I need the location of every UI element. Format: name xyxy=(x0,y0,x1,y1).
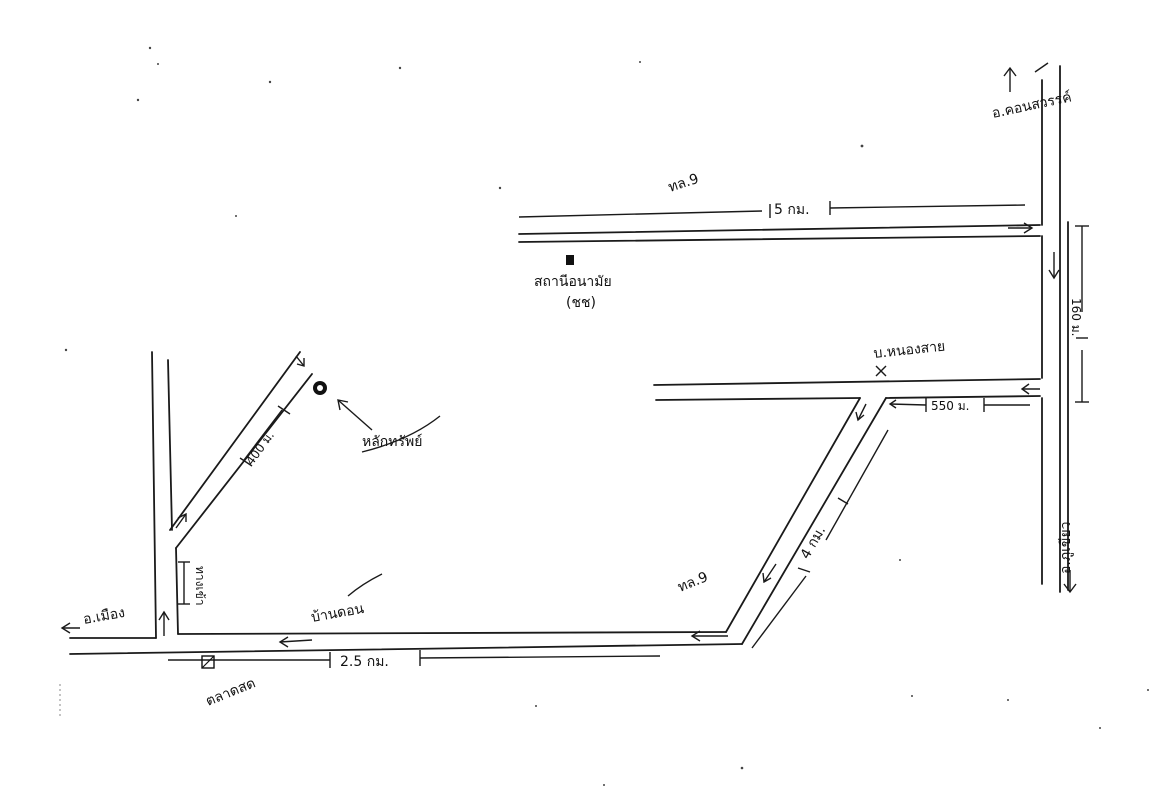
branch-distance-label: 400 ม. xyxy=(243,428,277,467)
bottom-landmark-label: ตลาดสด xyxy=(204,675,258,709)
junction-village-marker-icon xyxy=(875,365,887,377)
branch-southbound-arrow-icon xyxy=(295,355,305,367)
south-town-label: อ.ภูเขียว xyxy=(1058,521,1074,574)
north-landmark-marker xyxy=(566,255,574,265)
east-distance-marker xyxy=(1075,225,1089,403)
destination-marker-icon xyxy=(313,381,327,395)
west-town-label: อ.เมือง xyxy=(82,605,126,628)
north-distance-marker xyxy=(518,201,1026,218)
bottom-westbound-arrow-2-icon xyxy=(278,636,313,648)
bottom-horizontal-road xyxy=(69,631,743,655)
bottom-westbound-arrow-icon xyxy=(690,630,728,642)
branch-label: ทางเข้า xyxy=(193,566,207,606)
west-northbound-arrow-icon xyxy=(158,610,170,636)
north-town-tick xyxy=(1034,62,1049,73)
diagonal-road xyxy=(725,397,887,645)
branch-distance-marker xyxy=(239,405,291,467)
destination-label: หลักทรัพย์ xyxy=(362,433,422,450)
bottom-road-name-label: บ้านดอน xyxy=(310,601,366,626)
bottom-distance-label: 2.5 กม. xyxy=(340,654,389,670)
south-arrow-icon xyxy=(1063,570,1077,594)
east-distance-label: 160 ม. xyxy=(1069,298,1083,336)
north-landmark-label: สถานีอนามัย xyxy=(534,274,612,290)
north-landmark-sublabel: (ชช) xyxy=(566,295,596,311)
diagonal-road-label: ทล.9 xyxy=(676,569,711,596)
north-arrow-icon xyxy=(1003,66,1017,92)
junction-village-label: บ.หนองสาย xyxy=(873,339,946,362)
diagonal-distance-marker xyxy=(751,429,889,649)
bottom-distance-marker xyxy=(168,650,661,668)
destination-underline xyxy=(361,415,441,453)
west-vertical-road xyxy=(151,351,179,639)
north-road-label: ทล.9 xyxy=(666,171,701,196)
branch-northbound-arrow-icon xyxy=(175,512,187,529)
junction-westbound-arrow-icon xyxy=(1020,383,1040,395)
junction-distance-marker xyxy=(888,398,1030,412)
scan-specks xyxy=(64,46,1149,786)
branch-length-marker xyxy=(178,561,190,605)
east-vertical-road xyxy=(1041,65,1069,593)
north-horizontal-road xyxy=(518,224,1041,243)
bottom-landmark-hatch xyxy=(201,655,215,669)
north-eastbound-arrow-icon xyxy=(1008,222,1034,234)
diagonal-southbound-arrow-2-icon xyxy=(762,563,777,584)
west-arrow-icon xyxy=(60,622,80,634)
junction-distance-label: 550 ม. xyxy=(931,399,969,413)
destination-pointer-arrow-icon xyxy=(337,399,373,431)
north-distance-label: 5 กม. xyxy=(774,202,810,218)
bottom-road-name-pointer xyxy=(347,573,383,597)
diagonal-southbound-arrow-icon xyxy=(855,403,867,422)
middle-horizontal-road xyxy=(653,378,1041,401)
east-southbound-arrow-icon xyxy=(1048,252,1060,280)
bottom-landmark-marker xyxy=(201,655,215,669)
destination-branch-road xyxy=(169,351,313,549)
